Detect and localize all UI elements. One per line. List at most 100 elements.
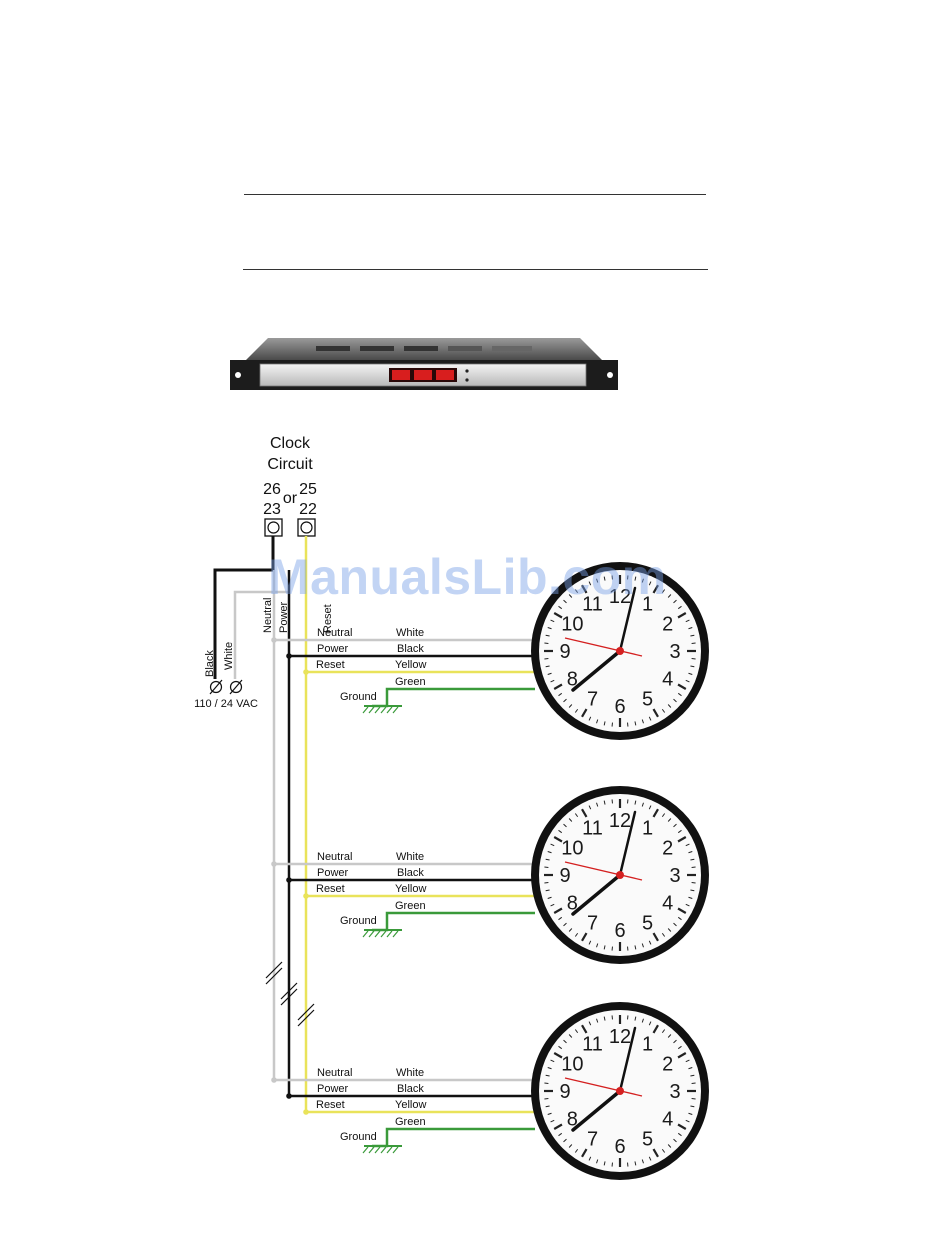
clock-tick (563, 599, 567, 604)
clock-number: 3 (669, 1081, 680, 1103)
clock-number: 8 (567, 893, 578, 915)
clock-tick (558, 829, 563, 834)
clock-tick (581, 932, 588, 942)
clock-tick (596, 943, 599, 948)
clock-tick (563, 922, 567, 927)
minute-hand (618, 1026, 637, 1093)
clock-tick (673, 1039, 677, 1044)
rack-display-digit-3 (436, 370, 454, 380)
clock-number: 3 (669, 865, 680, 887)
supply-voltage-label: 110 / 24 VAC (194, 698, 258, 710)
clock-tick (641, 719, 644, 724)
clock-tick (641, 802, 644, 807)
wire-label-reset: Reset (316, 659, 345, 671)
clock-number: 8 (567, 1109, 578, 1131)
master-clock-rack-unit (230, 338, 618, 390)
clock-tick (581, 1024, 588, 1034)
clock-tick (688, 1067, 693, 1070)
wire-label-power: Power (317, 1083, 349, 1095)
clock-tick (648, 805, 652, 810)
clock-tick (550, 679, 555, 683)
clock-tick (677, 1045, 682, 1050)
ground-symbol-icon (362, 705, 402, 714)
clock-tick (563, 823, 567, 828)
terminal-or: or (283, 490, 298, 507)
second-hand (564, 1077, 643, 1097)
hour-hand (571, 1089, 622, 1132)
clock-number: 9 (559, 865, 570, 887)
wire-label-white: White (396, 851, 424, 863)
clock-number: 6 (614, 1136, 625, 1158)
clock-tick (688, 896, 693, 899)
clock-number: 4 (662, 893, 673, 915)
ground-symbol-icon (362, 1145, 402, 1154)
clock-tick (677, 916, 682, 921)
clock-number: 4 (662, 1109, 673, 1131)
clock-tick (558, 1132, 563, 1137)
clock-tick (588, 805, 592, 810)
clock-tick (581, 584, 588, 594)
wire-label-black: Black (397, 643, 424, 655)
power-junction-dot (286, 653, 292, 659)
clock-tick (547, 851, 552, 854)
clock-tick (673, 599, 677, 604)
supply-label-white: White (223, 642, 235, 670)
clock-number: 10 (561, 1054, 583, 1076)
clock-tick (673, 823, 677, 828)
wire-label-ground: Ground (340, 1131, 377, 1143)
clock-tick (690, 889, 695, 892)
clock-tick (634, 721, 637, 726)
clock-tick (581, 808, 588, 818)
clock-tick (581, 708, 588, 718)
clock-tick (603, 800, 606, 805)
clock-tick (574, 932, 579, 937)
clock-tick (677, 612, 687, 619)
clock-tick (553, 612, 563, 619)
clock-tick (603, 945, 606, 950)
clock-tick (558, 605, 563, 610)
ground-wire (372, 687, 535, 708)
clock-circuit-title-2: Circuit (267, 456, 313, 473)
minute-hand (618, 586, 637, 653)
terminal-number-top-right: 25 (299, 481, 317, 498)
clock-tick (677, 829, 682, 834)
wire-label-yellow: Yellow (395, 1099, 426, 1111)
clock-tick (685, 903, 690, 907)
clock-tick (648, 940, 652, 945)
clock-tick (690, 1074, 695, 1077)
clock-tick (673, 922, 677, 927)
clock-number: 12 (609, 1026, 631, 1048)
clock-tick (574, 1029, 579, 1034)
terminal-number-bottom-right: 22 (299, 501, 317, 518)
supply-terminal-black (209, 679, 223, 695)
clock-tick (545, 1074, 550, 1077)
clock-tick (547, 627, 552, 630)
clock-tick (634, 800, 637, 805)
wire-label-neutral: Neutral (317, 851, 352, 863)
clock-tick (688, 851, 693, 854)
clock-tick (574, 813, 579, 818)
terminal-number-top-left: 26 (263, 481, 281, 498)
supply-black-wire (213, 536, 275, 679)
wire-label-reset: Reset (316, 1099, 345, 1111)
clock-tick (568, 1144, 573, 1148)
neutral-junction-dot (271, 861, 277, 867)
clock-tick (661, 589, 666, 594)
clock-tick (558, 692, 563, 697)
wire-label-power: Power (317, 867, 349, 879)
clock-number: 10 (561, 838, 583, 860)
clock-number: 12 (609, 810, 631, 832)
clock-tick (574, 589, 579, 594)
clock-number: 3 (669, 641, 680, 663)
clock-tick (667, 928, 672, 932)
hour-hand (571, 873, 622, 916)
clock-number: 6 (614, 920, 625, 942)
clock-tick (596, 802, 599, 807)
clock-number: 9 (559, 641, 570, 663)
wire-label-white: White (396, 1067, 424, 1079)
